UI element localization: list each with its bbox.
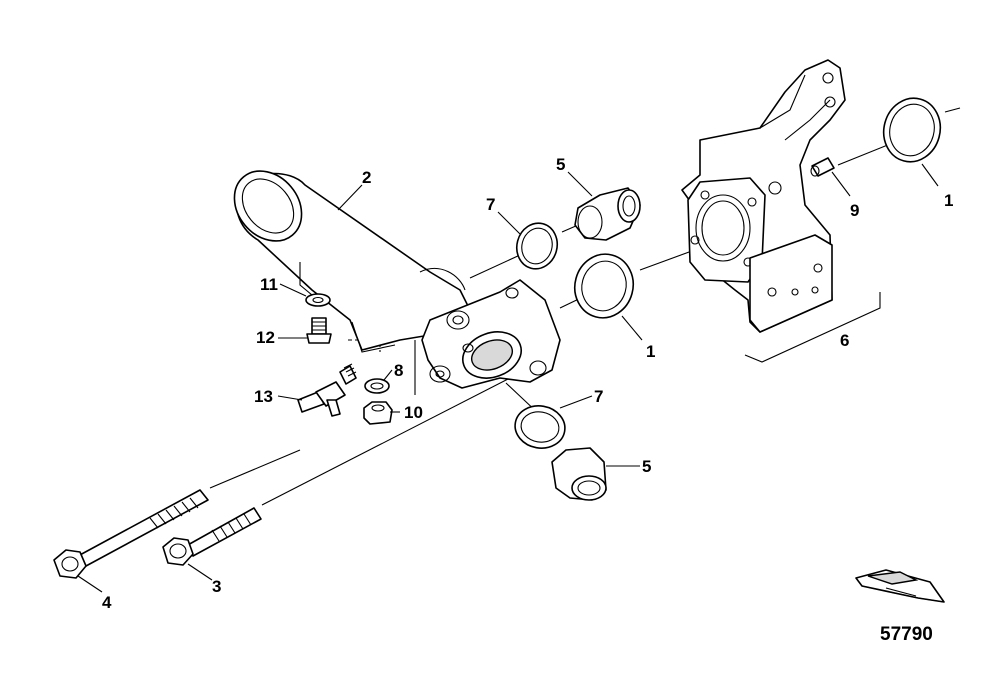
callout-leaders [77,163,939,593]
callout-11: 11 [260,275,278,294]
long-bolt [53,489,209,579]
boat-orientation-icon [855,569,945,603]
callout-7-upper: 7 [486,195,495,214]
housing-bracket [681,59,881,363]
gasket-lower [514,405,566,449]
copper-washer [364,378,390,394]
callout-5-lower: 5 [642,457,651,476]
sealing-washer [305,293,331,307]
short-bolt [162,507,262,566]
water-elbow-pipe [233,170,471,353]
dowel-pin [810,157,835,177]
callout-10: 10 [404,403,423,422]
o-ring-center [573,253,635,319]
thermostat-housing [421,279,561,389]
drain-valve [297,363,357,417]
callout-1-right: 1 [944,191,953,210]
callout-1-center: 1 [646,342,655,361]
diagram-reference-number: 57790 [880,624,933,645]
drain-screw [306,317,332,344]
drain-plug [363,401,393,425]
callout-3: 3 [212,577,221,596]
callout-6: 6 [840,331,849,350]
callout-labels: 2 5 7 1 9 6 1 11 12 8 13 10 7 5 3 4 [102,155,953,612]
callout-9: 9 [850,201,859,220]
hose-fitting-upper [574,187,641,241]
callout-12: 12 [256,328,275,347]
callout-2: 2 [362,168,371,187]
callout-7-lower: 7 [594,387,603,406]
callout-4: 4 [102,593,112,612]
callout-5-upper: 5 [556,155,565,174]
gasket-upper [515,222,559,270]
callout-13: 13 [254,387,273,406]
o-ring-upper [882,97,942,163]
hose-fitting-lower [551,447,607,501]
alignment-lines [209,107,961,506]
callout-8: 8 [394,361,403,380]
